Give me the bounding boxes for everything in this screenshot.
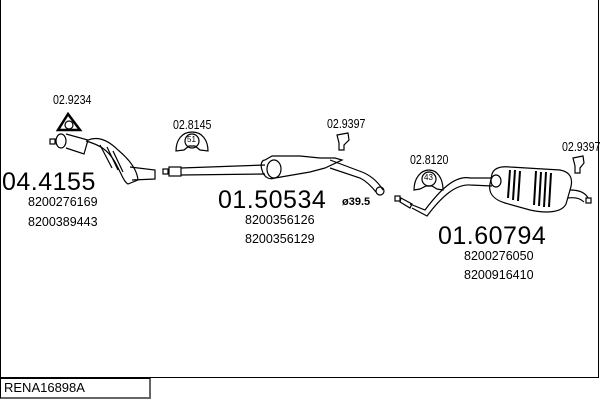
middle-silencer-icon <box>260 155 385 196</box>
oe-number: 8200389443 <box>28 215 98 229</box>
oe-number: 8200916410 <box>464 268 534 282</box>
gasket-part-number[interactable]: 02.9234 <box>53 93 92 107</box>
rear-silencer-part-number[interactable]: 01.60794 <box>438 222 547 250</box>
rear-pipe-icon <box>394 177 493 217</box>
clamp-size-label: 43 <box>424 173 433 182</box>
rear-silencer-icon <box>489 166 592 213</box>
oe-number: 8200356126 <box>245 213 315 227</box>
diagram-code: RENA16898A <box>0 378 151 399</box>
clamp-part-number[interactable]: 02.8145 <box>173 118 212 132</box>
diagram-frame <box>0 0 599 378</box>
clamp-part-number[interactable]: 02.8120 <box>410 153 449 167</box>
rubber-mount-icon <box>572 155 585 174</box>
rubber-mount-icon <box>336 132 350 151</box>
oe-number: 8200276169 <box>28 195 98 209</box>
clamp-icon <box>175 131 209 152</box>
rubber-mount-part-number[interactable]: 02.9397 <box>327 117 366 131</box>
rubber-mount-part-number[interactable]: 02.9397 <box>562 140 600 154</box>
oe-number: 8200276050 <box>464 249 534 263</box>
pipe-diameter-label: ø39.5 <box>342 196 371 208</box>
intermediate-pipe-icon <box>162 164 266 177</box>
clamp-size-label: 51 <box>187 135 196 144</box>
middle-silencer-part-number[interactable]: 01.50534 <box>218 186 327 214</box>
clamp-icon <box>413 169 444 191</box>
catalytic-converter-part-number[interactable]: 04.4155 <box>2 168 96 196</box>
gasket-icon <box>55 111 83 132</box>
catalytic-converter-icon <box>49 133 156 185</box>
oe-number: 8200356129 <box>245 232 315 246</box>
